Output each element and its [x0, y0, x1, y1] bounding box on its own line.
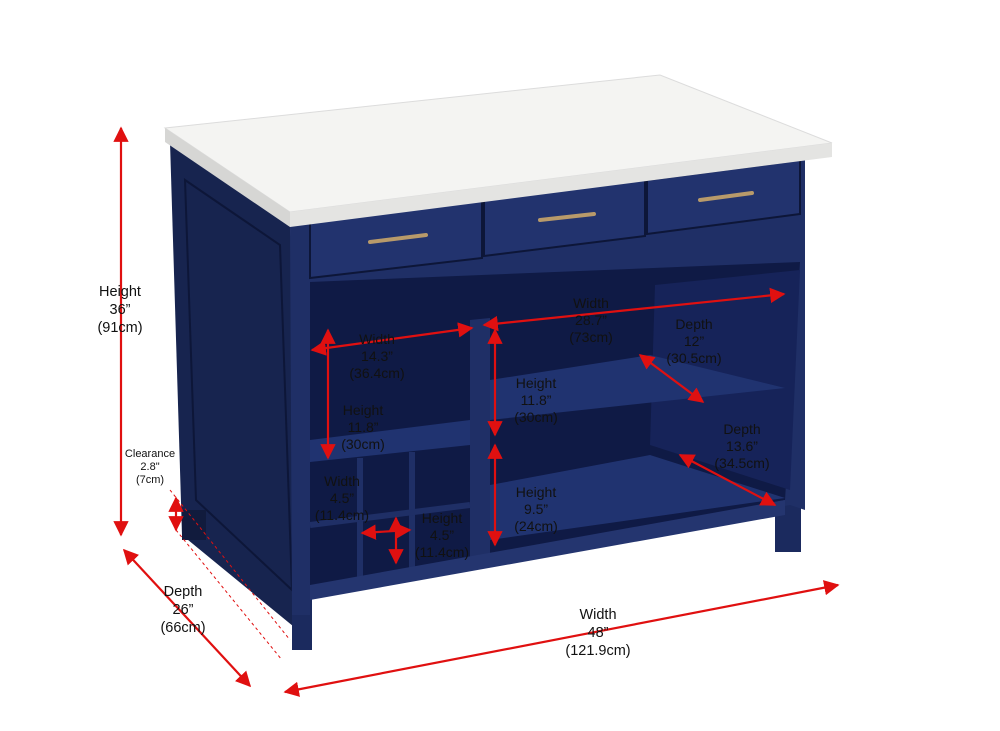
label-line: (73cm): [569, 329, 613, 345]
drawer-handles: [368, 191, 754, 244]
label-line: 9.5”: [523, 501, 549, 517]
overall-width-label: Width 48” (121.9cm): [565, 606, 630, 660]
label-line: (24cm): [514, 518, 558, 534]
label-line: (7cm): [135, 474, 165, 486]
label-line: 14.3”: [361, 348, 393, 364]
label-line: (34.5cm): [714, 455, 770, 471]
label-line: Width: [359, 331, 395, 347]
left-shelf: [310, 420, 470, 462]
upper-shelf: [490, 355, 785, 420]
overall-height-label: Height 36” (91cm): [97, 283, 142, 337]
dimension-arrows: [113, 126, 840, 697]
label-line: (11.4cm): [314, 507, 370, 523]
label-line: Depth: [675, 316, 713, 332]
label-line: (30cm): [341, 436, 385, 452]
label-line: 2.8": [140, 461, 160, 473]
label-line: (36.4cm): [349, 365, 405, 381]
label-line: Width: [573, 295, 609, 311]
label-line: (30cm): [514, 409, 558, 425]
label-line: Depth: [723, 421, 761, 437]
label-line: 12”: [683, 333, 705, 349]
label-line: (66cm): [160, 620, 206, 636]
label-line: 11.8”: [347, 419, 379, 435]
label-line: Clearance: [124, 448, 176, 460]
label-line: 4.5”: [429, 527, 455, 543]
label-line: 48”: [587, 625, 609, 641]
label-line: Height: [515, 484, 557, 500]
label-line: (30.5cm): [666, 350, 722, 366]
label-line: 36”: [109, 302, 131, 318]
label-line: 28.7”: [575, 312, 607, 328]
label-line: 11.8”: [520, 392, 552, 408]
overall-depth-label: Depth 26” (66cm): [160, 583, 205, 637]
label-line: Height: [421, 510, 463, 526]
label-line: 26”: [172, 602, 194, 618]
leg: [182, 510, 206, 540]
label-line: Width: [579, 607, 617, 623]
label-line: Height: [342, 402, 384, 418]
label-line: Depth: [163, 584, 203, 600]
label-line: 4.5”: [329, 490, 355, 506]
label-line: Height: [515, 375, 557, 391]
label-line: 13.6”: [726, 438, 758, 454]
divider: [470, 318, 490, 565]
label-line: (91cm): [97, 320, 143, 336]
label-line: Height: [99, 284, 141, 300]
label-line: (121.9cm): [565, 643, 631, 659]
label-line: (11.4cm): [414, 544, 470, 560]
label-line: Width: [324, 473, 360, 489]
wine-cubbies: [309, 452, 471, 580]
